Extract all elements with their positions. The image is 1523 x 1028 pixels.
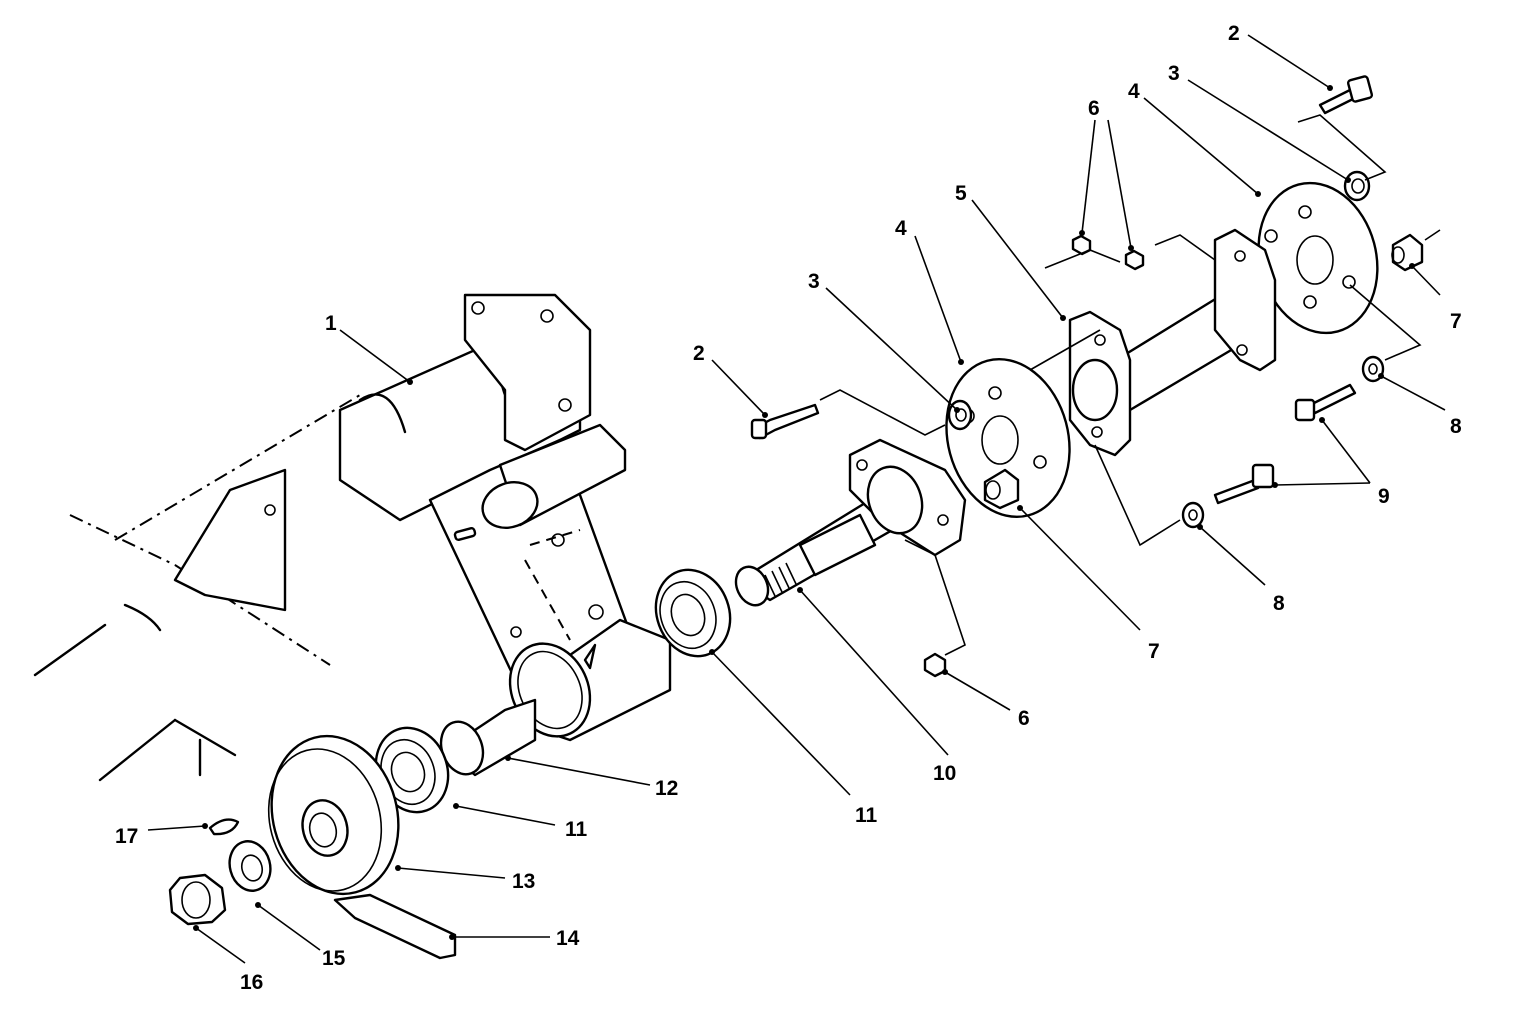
callout-2-right: 2 [1228, 22, 1240, 45]
key-part-14 [98, 718, 457, 960]
callout-6-top: 6 [1088, 97, 1100, 120]
callout-4-left: 4 [895, 217, 907, 240]
bolt-part-2-left [750, 403, 820, 440]
callout-8-lower: 8 [1273, 592, 1285, 615]
bushing-part-12 [439, 698, 537, 777]
spacer-part-3-right [1343, 170, 1371, 202]
callout-12: 12 [655, 777, 678, 800]
callout-labels: 1 2 2 3 3 4 4 5 6 6 7 7 8 8 9 10 11 11 1… [115, 22, 1462, 994]
housing-tube-part-1 [33, 293, 672, 742]
callout-15: 15 [322, 947, 346, 970]
callout-14: 14 [556, 927, 580, 950]
assembly-guide-lines [819, 114, 1441, 656]
callout-11-right: 11 [855, 804, 878, 827]
callout-6-bottom: 6 [1018, 707, 1030, 730]
callout-8-right: 8 [1450, 415, 1462, 438]
callout-9: 9 [1378, 485, 1390, 508]
washer-part-15 [228, 840, 272, 892]
washer-part-8-upper [1361, 355, 1385, 383]
bearing-part-11-right [654, 568, 732, 658]
bolt-part-2-right [1318, 75, 1374, 115]
bolt-part-9-lower [1213, 463, 1275, 505]
pulley-part-13 [267, 734, 400, 896]
callout-17: 17 [115, 825, 138, 848]
bumper-part-7-right [1391, 233, 1424, 272]
callout-11-left: 11 [565, 818, 588, 841]
callout-4-right: 4 [1128, 80, 1140, 103]
callout-1: 1 [325, 312, 337, 335]
callout-13: 13 [512, 870, 535, 893]
callout-3-right: 3 [1168, 62, 1180, 85]
callout-5: 5 [955, 182, 967, 205]
shaft-part-10 [734, 438, 967, 607]
callout-7-right: 7 [1450, 310, 1462, 333]
nut-part-6-top-right [1124, 249, 1145, 271]
callout-3-left: 3 [808, 270, 820, 293]
washer-part-8-lower [1181, 501, 1205, 529]
callout-10: 10 [933, 762, 956, 785]
flange-disc-part-4-left [945, 357, 1071, 519]
bolt-part-9-upper [1294, 383, 1357, 422]
callout-2-left: 2 [693, 342, 705, 365]
bumper-part-7-left [983, 468, 1020, 510]
nut-part-6-bottom [923, 652, 947, 678]
woodruff-key-part-17 [208, 818, 240, 836]
nut-part-16 [168, 873, 227, 926]
leader-lines [147, 34, 1446, 964]
callout-16: 16 [240, 971, 263, 994]
axle-part-5 [1068, 228, 1277, 457]
callout-7-lower: 7 [1148, 640, 1160, 663]
